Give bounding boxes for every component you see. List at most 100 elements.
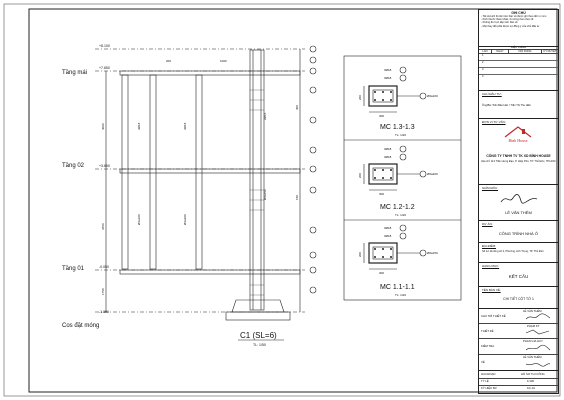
director-name: LÊ VĂN THÊM xyxy=(505,210,532,215)
section-bar-tag: 3Ø18 xyxy=(384,68,392,72)
company-logo: Bình House xyxy=(503,126,533,148)
revision-row: 2 xyxy=(479,61,558,69)
rev-num: 2 xyxy=(482,61,484,65)
section-scale: TL: 1/20 xyxy=(395,133,406,137)
role-title: KIỂM TRA xyxy=(481,344,495,348)
dim-value: 1750 xyxy=(101,288,105,295)
location-label: ĐỊA ĐIỂM: xyxy=(482,244,497,248)
info-value: 1/100 xyxy=(527,379,534,383)
director-label: GIÁM ĐỐC: xyxy=(482,186,499,190)
section-width: 300 xyxy=(379,271,384,275)
dim-value: 4000 xyxy=(101,123,105,130)
section-bar-dots xyxy=(374,91,392,258)
section-panel xyxy=(343,55,462,301)
section-title: MC 1.2-1.2 xyxy=(380,204,415,211)
role-title: THIẾT KẾ xyxy=(481,329,494,333)
info-value: KC-01 xyxy=(527,386,535,390)
info-row: KÝ HIỆU BV KC-01 xyxy=(479,385,558,392)
level-2-elev: +3.650 xyxy=(99,164,110,168)
note-line: - Không đo trực tiếp trên bản vẽ xyxy=(481,21,518,25)
level-roof-elev: +7.650 xyxy=(99,66,110,70)
category-section: HẠNG MỤC: KẾT CẤU xyxy=(479,262,558,287)
role-person: PHAN GIA HUY xyxy=(523,339,543,343)
section-scale: TL: 1/20 xyxy=(395,213,406,217)
section-width: 300 xyxy=(379,192,384,196)
rev-num: 4 xyxy=(482,75,484,79)
section-bar-tag: 3Ø18 xyxy=(384,234,392,238)
info-row: GIAI ĐOẠN HỒ SƠ THI CÔNG xyxy=(479,371,558,379)
category-name: KẾT CẤU xyxy=(508,274,529,279)
category-label: HẠNG MỤC: xyxy=(482,264,500,268)
section-height: 200 xyxy=(358,95,362,100)
rebar-tag: 3Ø18 xyxy=(183,122,187,130)
info-key: GIAI ĐOẠN xyxy=(481,372,496,376)
section-stirrup-tag: Ø6a150 xyxy=(427,251,438,255)
role-row: CHỦ TRÌ THIẾT KẾ LÊ VĂN THÊM xyxy=(479,308,558,324)
section-labels: 300 200 300 200 300 200 3Ø18 3Ø18 Ø6a100… xyxy=(358,68,438,275)
owner-name: Ông/Bà: Trần Bảo Hân / Trần Thị Thu Hiền xyxy=(482,104,532,107)
drawing-label: TÊN BẢN VẼ: xyxy=(482,288,501,292)
info-key: KÝ HIỆU BV xyxy=(481,386,497,390)
section-bar-tag: 3Ø18 xyxy=(384,147,392,151)
title-block: GHI CHÚ - Tất cả kích thước trên bản vẽ … xyxy=(478,9,559,394)
revision-row: 1 xyxy=(479,54,558,62)
project-section: DỰ ÁN: CÔNG TRÌNH NHÀ Ở xyxy=(479,220,558,243)
level-top-elev: +8.100 xyxy=(99,44,110,48)
column-scale: TL: 1/50 xyxy=(253,343,266,347)
signature-image xyxy=(525,344,551,351)
column-elevation xyxy=(95,45,317,321)
section-width: 300 xyxy=(379,114,384,118)
company-address: Địa chỉ: 112 Trần Hưng Đạo, P. Hiệp Phú,… xyxy=(481,160,556,163)
section-title: MC 1.1-1.1 xyxy=(380,284,415,291)
rebar-tag: 2Ø16 xyxy=(263,112,267,120)
rev-num: 1 xyxy=(482,54,484,58)
note-line: - Kích thước tham khảo, thi công theo th… xyxy=(481,18,534,22)
location-text: Số 12, Đường số 4, Phường Linh Trung, TP… xyxy=(482,250,544,253)
logo-text: Bình House xyxy=(508,138,528,143)
rev-col: NỘI DUNG xyxy=(509,50,542,54)
company-section: ĐƠN VỊ TƯ VẤN: Bình House CÔNG TY TNHH T… xyxy=(479,118,558,185)
level-labels: Tầng mái +7.650 +8.100 Tầng 02 +3.650 Tầ… xyxy=(62,44,110,329)
section-scale: TL: 1/20 xyxy=(395,293,406,297)
rev-col: NGÀY xyxy=(492,50,509,54)
role-row: THIẾT KẾ PHẠM KT xyxy=(479,323,558,339)
level-2-label: Tầng 02 xyxy=(62,163,85,169)
company-label: ĐƠN VỊ TƯ VẤN: xyxy=(482,120,506,124)
level-1-elev: -0.050 xyxy=(99,265,109,269)
signature-image xyxy=(525,363,551,367)
info-section: GIAI ĐOẠN HỒ SƠ THI CÔNG TỶ LỆ 1/100 KÝ … xyxy=(479,371,558,393)
level-roof-label: Tầng mái xyxy=(62,70,87,76)
section-titles: MC 1.3-1.3 TL: 1/20 MC 1.2-1.2 TL: 1/20 … xyxy=(380,124,415,297)
roles-section: CHỦ TRÌ THIẾT KẾ LÊ VĂN THÊM THIẾT KẾ PH… xyxy=(479,308,558,371)
note-line: - Tất cả kích thước trên bản vẽ được ghi… xyxy=(481,15,547,18)
rev-col: LẦN xyxy=(479,50,492,54)
rev-num: 3 xyxy=(482,68,484,72)
note-line: - Mọi thay đổi phải được sự đồng ý của c… xyxy=(481,24,540,28)
section-title: MC 1.3-1.3 xyxy=(380,124,415,131)
location-section: ĐỊA ĐIỂM: Số 12, Đường số 4, Phường Linh… xyxy=(479,242,558,263)
rebar-tag: Ø6a200 xyxy=(183,214,187,225)
notes-heading: GHI CHÚ xyxy=(511,11,526,15)
notes-section: GHI CHÚ - Tất cả kích thước trên bản vẽ … xyxy=(479,10,558,47)
revision-row: 4 xyxy=(479,75,558,81)
section-stirrup-tag: Ø6a100 xyxy=(427,94,438,98)
dim-value: 200 xyxy=(166,59,171,63)
role-title: CHỦ TRÌ THIẾT KẾ xyxy=(481,314,506,318)
logo-roof-icon xyxy=(504,126,532,138)
inner-border xyxy=(28,8,558,393)
drawing-name-section: TÊN BẢN VẼ: CHI TIẾT CỘT TỜ 1 xyxy=(479,286,558,309)
info-row: TỶ LỆ 1/100 xyxy=(479,378,558,386)
revision-heading: HIỆU CHỈNH xyxy=(479,46,558,51)
foundation-elev: -1.800 xyxy=(99,310,109,314)
info-value: HỒ SƠ THI CÔNG xyxy=(521,372,545,376)
section-height: 200 xyxy=(358,173,362,178)
rebar-tags: 3Ø18 3Ø18 Ø6a100 Ø6a200 Ø6a150 2Ø16 4000… xyxy=(101,59,299,295)
signature-image xyxy=(500,194,538,204)
rev-col: KÝ DUYỆT xyxy=(543,50,557,54)
signature-image xyxy=(525,313,551,320)
rebar-tag: 3Ø18 xyxy=(137,122,141,130)
director-section: GIÁM ĐỐC: LÊ VĂN THÊM xyxy=(479,184,558,221)
section-stirrup-tag: Ø6a200 xyxy=(427,172,438,176)
owner-label: CHỦ ĐẦU TƯ: xyxy=(482,92,502,96)
